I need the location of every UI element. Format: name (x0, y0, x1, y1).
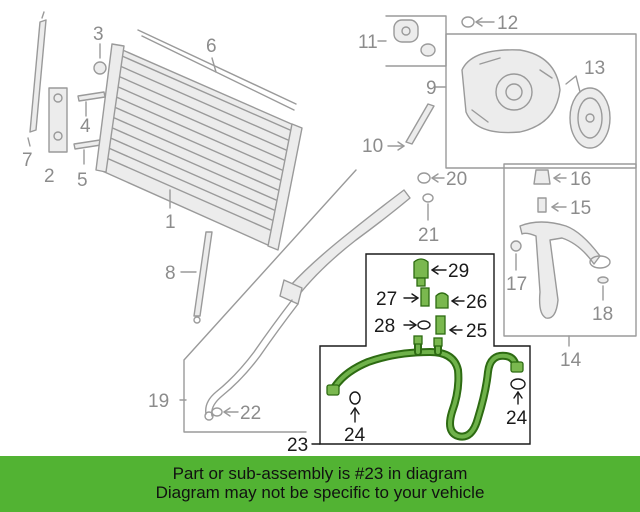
callout-27: 27 (376, 289, 397, 310)
callout-26: 26 (466, 292, 487, 313)
part-1-condenser (95, 29, 303, 251)
part-8-strip (193, 231, 213, 324)
callout-13: 13 (584, 58, 605, 79)
part-29-valve (413, 258, 447, 287)
callout-10: 10 (362, 136, 383, 157)
callout-12: 12 (497, 13, 518, 34)
part-27-fitting (403, 287, 430, 307)
part-10-bolt (387, 103, 435, 151)
part-19-line (179, 169, 411, 433)
callout-7: 7 (22, 150, 33, 171)
callout-4: 4 (80, 116, 91, 137)
callout-22: 22 (240, 403, 261, 424)
compressor-box (433, 33, 637, 169)
callout-23: 23 (287, 435, 308, 456)
callout-28: 28 (374, 316, 395, 337)
callout-9: 9 (426, 78, 437, 99)
part-24-oring-left (349, 391, 361, 423)
part-24-oring-right (510, 378, 526, 405)
banner-line-2: Diagram may not be specific to your vehi… (155, 483, 485, 502)
callout-29: 29 (448, 261, 469, 282)
callout-21: 21 (418, 225, 439, 246)
callout-8: 8 (165, 263, 176, 284)
callout-14: 14 (560, 350, 582, 371)
part-20-oring (417, 172, 445, 184)
callout-11: 11 (358, 32, 378, 53)
banner-line-1: Part or sub-assembly is #23 in diagram (172, 464, 468, 483)
callout-16: 16 (570, 169, 591, 190)
callout-24-right: 24 (506, 408, 528, 429)
callout-25: 25 (466, 321, 487, 342)
parts-diagram: 7 2 3 4 5 1 6 8 (22, 11, 637, 456)
part-23-ac-hose (326, 335, 524, 441)
part-12-oring (461, 16, 495, 28)
callout-19: 19 (148, 391, 169, 412)
callout-20: 20 (446, 169, 467, 190)
part-2-bracket (48, 87, 68, 153)
part-28-oring (403, 320, 431, 330)
part-3-bolt (93, 43, 107, 75)
callout-1: 1 (165, 212, 176, 233)
part-22-oring (211, 407, 239, 417)
callout-18: 18 (592, 304, 613, 325)
callout-3: 3 (93, 24, 104, 45)
callout-17: 17 (506, 274, 527, 295)
part-23-box (311, 253, 531, 445)
part-25-valve (435, 315, 463, 335)
part-7-strip (27, 11, 47, 147)
part-26-cap (435, 292, 465, 309)
callout-5: 5 (77, 170, 88, 191)
callout-15: 15 (570, 198, 591, 219)
part-4-pin (77, 91, 106, 117)
callout-6: 6 (206, 36, 217, 57)
part-21-oring (422, 193, 434, 221)
callout-24-left: 24 (344, 425, 366, 446)
part-11-box (377, 15, 447, 67)
callout-2: 2 (44, 166, 55, 187)
info-banner: Part or sub-assembly is #23 in diagram D… (0, 456, 640, 512)
part-14-box (503, 163, 637, 347)
